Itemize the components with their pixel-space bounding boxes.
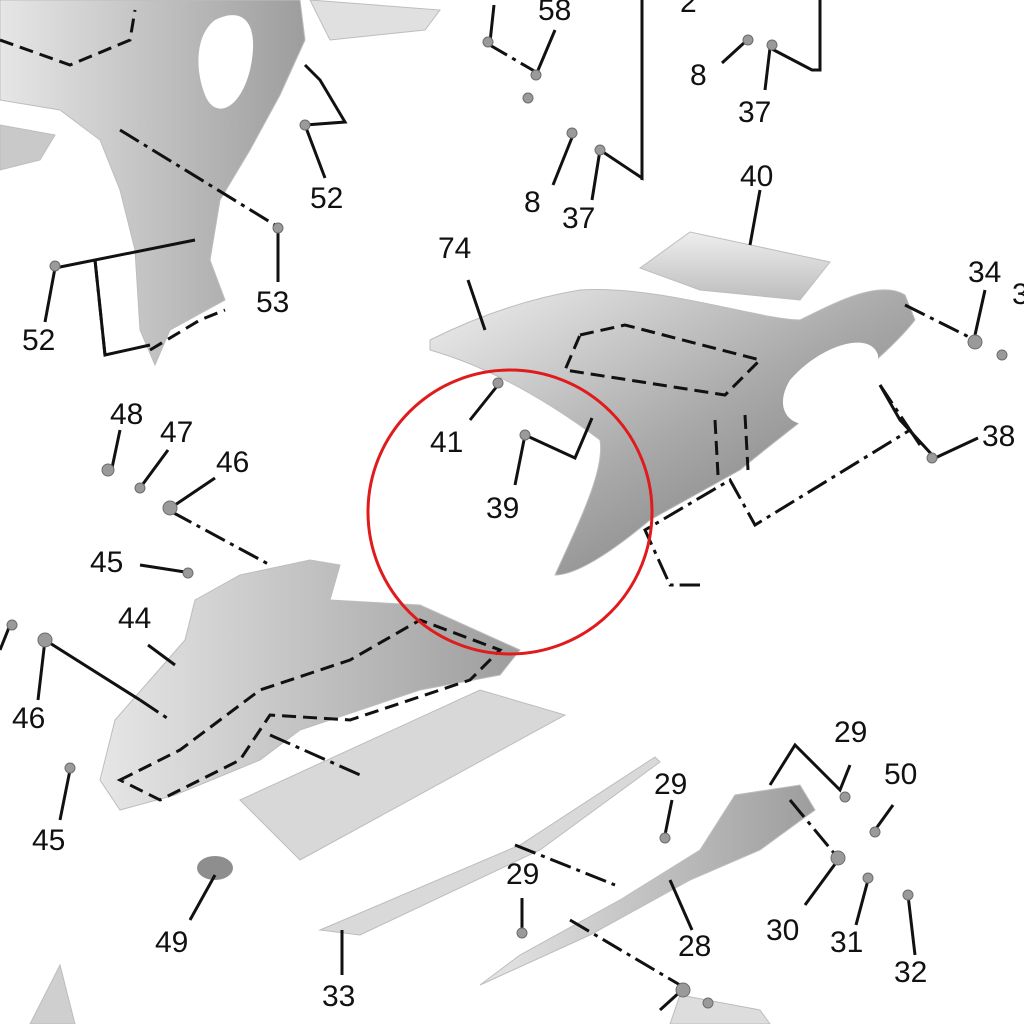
bolt-icon xyxy=(522,92,534,104)
lower-cover-part xyxy=(29,756,816,1024)
side-fairing-part xyxy=(0,0,441,367)
bolt-icon xyxy=(566,127,578,139)
callout-34: 34 xyxy=(968,256,1001,289)
bolt-icon xyxy=(272,222,284,234)
bolt-icon xyxy=(299,119,311,131)
callout-32: 32 xyxy=(894,956,927,989)
bolt-icon xyxy=(766,39,778,51)
callout-29: 29 xyxy=(834,716,867,749)
bolt-icon xyxy=(492,377,504,389)
callout-39: 39 xyxy=(486,492,519,525)
bolt-icon xyxy=(996,349,1008,361)
bolt-icon xyxy=(530,69,542,81)
callout-28: 28 xyxy=(678,930,711,963)
callout-37: 37 xyxy=(738,96,771,129)
callout-33: 33 xyxy=(322,980,355,1013)
callout-8: 8 xyxy=(690,59,707,92)
highlight-circle xyxy=(366,368,654,656)
bolt-icon xyxy=(594,144,606,156)
callout-29: 29 xyxy=(506,858,539,891)
callout-labels: 2 58 8 37 52 8 37 40 74 34 3 52 53 41 38… xyxy=(12,0,1024,1013)
callout-41: 41 xyxy=(430,426,463,459)
washer-icon xyxy=(101,463,115,477)
callout-31: 31 xyxy=(830,926,863,959)
bolt-icon xyxy=(742,34,754,46)
callout-53: 53 xyxy=(256,286,289,319)
callout-52: 52 xyxy=(22,324,55,357)
fasteners xyxy=(6,34,1008,1009)
bolt-icon xyxy=(6,619,18,631)
callout-49: 49 xyxy=(155,926,188,959)
bolt-icon xyxy=(659,832,671,844)
bolt-icon xyxy=(64,762,76,774)
callout-50: 50 xyxy=(884,758,917,791)
callout-58: 58 xyxy=(538,0,571,27)
callout-38: 38 xyxy=(982,420,1015,453)
tail-cowl-part xyxy=(429,231,916,576)
washer-icon xyxy=(830,850,846,866)
callout-45: 45 xyxy=(32,824,65,857)
bolt-icon xyxy=(516,927,528,939)
callout-29: 29 xyxy=(654,768,687,801)
callout-44: 44 xyxy=(118,602,151,635)
washer-icon xyxy=(162,500,178,516)
washer-icon xyxy=(967,334,983,350)
callout-46: 46 xyxy=(216,446,249,479)
bolt-icon xyxy=(134,482,146,494)
callout-47: 47 xyxy=(160,416,193,449)
bolt-icon xyxy=(926,452,938,464)
bolt-icon xyxy=(869,826,881,838)
bolt-icon xyxy=(519,429,531,441)
callout-37: 37 xyxy=(562,202,595,235)
callout-52: 52 xyxy=(310,182,343,215)
callout-3: 3 xyxy=(1012,278,1024,311)
callout-40: 40 xyxy=(740,160,773,193)
bolt-icon xyxy=(902,889,914,901)
callout-45: 45 xyxy=(90,546,123,579)
callout-48: 48 xyxy=(110,398,143,431)
callout-2: 2 xyxy=(680,0,697,19)
leader-lines xyxy=(0,0,987,1012)
bolt-icon xyxy=(702,997,714,1009)
bolt-icon xyxy=(182,567,194,579)
callout-74: 74 xyxy=(438,232,471,265)
callout-30: 30 xyxy=(766,914,799,947)
washer-icon xyxy=(37,632,53,648)
rear-fender-bracket-part xyxy=(99,559,567,880)
bolt-icon xyxy=(49,260,61,272)
bolt-icon xyxy=(862,872,874,884)
callout-8: 8 xyxy=(524,186,541,219)
callout-46: 46 xyxy=(12,702,45,735)
washer-icon xyxy=(675,982,691,998)
bolt-icon xyxy=(482,36,494,48)
bolt-icon xyxy=(839,791,851,803)
